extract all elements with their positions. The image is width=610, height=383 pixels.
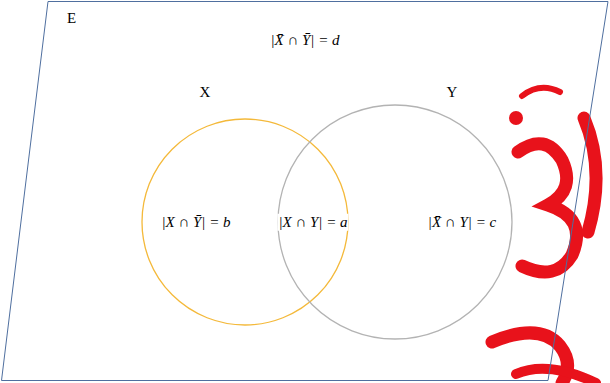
red-watermark bbox=[492, 88, 596, 383]
region-count: |X̄ ∩ Y| = c bbox=[428, 214, 496, 231]
region-count: |X ∩ Y| = a bbox=[277, 214, 348, 231]
circle-border bbox=[142, 119, 348, 325]
region-count: |X̄ ∩ Ȳ| = d bbox=[270, 32, 339, 49]
region-count: |X ∩ Ȳ| = b bbox=[161, 214, 230, 231]
set-name: X bbox=[200, 84, 211, 101]
set-name: Y bbox=[447, 84, 458, 101]
universe-name: E bbox=[67, 10, 76, 27]
red-dot bbox=[509, 111, 523, 125]
circle-border bbox=[278, 105, 512, 339]
